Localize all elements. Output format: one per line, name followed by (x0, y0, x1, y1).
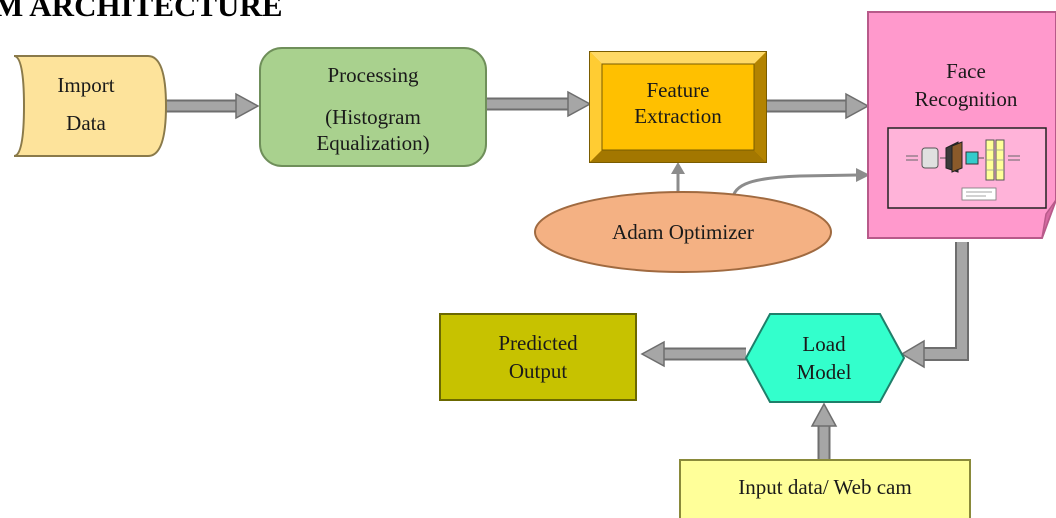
arrow-face-to-load (900, 242, 969, 369)
predicted-output-line1: Predicted (498, 331, 578, 355)
arrows (160, 90, 969, 460)
import-data-line1: Import (57, 73, 114, 97)
node-feature-extraction: Feature Extraction (589, 51, 767, 163)
diagram-title: M ARCHITECTURE (0, 0, 283, 23)
face-recognition-line2: Recognition (915, 87, 1018, 111)
node-processing: Processing (Histogram Equalization) (259, 47, 487, 167)
node-load-model: Load Model (744, 313, 906, 403)
arrow-processing-to-feature (486, 90, 592, 118)
input-data-label: Input data/ Web cam (738, 475, 911, 499)
node-import-data: Import Data (13, 55, 168, 157)
processing-line3: Equalization) (316, 131, 429, 155)
processing-line1: Processing (328, 63, 419, 87)
neural-network-illustration (887, 127, 1047, 209)
arrow-import-to-processing (160, 92, 260, 120)
processing-line2: (Histogram (325, 105, 421, 129)
arrow-input-to-load (810, 402, 838, 460)
feature-extraction-line1: Feature (647, 78, 710, 102)
arrow-load-to-predicted (640, 340, 746, 368)
node-face-recognition: Face Recognition (867, 11, 1056, 239)
adam-optimizer-label: Adam Optimizer (612, 220, 754, 244)
arrow-feature-to-face (766, 92, 870, 120)
node-input-data: Input data/ Web cam (679, 459, 971, 518)
node-predicted-output: Predicted Output (439, 313, 637, 401)
predicted-output-line2: Output (509, 359, 568, 383)
node-adam-optimizer: Adam Optimizer (534, 191, 832, 273)
feature-extraction-line2: Extraction (634, 104, 722, 128)
face-recognition-line1: Face (946, 59, 986, 83)
load-model-line2: Model (797, 360, 852, 384)
import-data-line2: Data (66, 111, 106, 135)
load-model-line1: Load (802, 332, 846, 356)
